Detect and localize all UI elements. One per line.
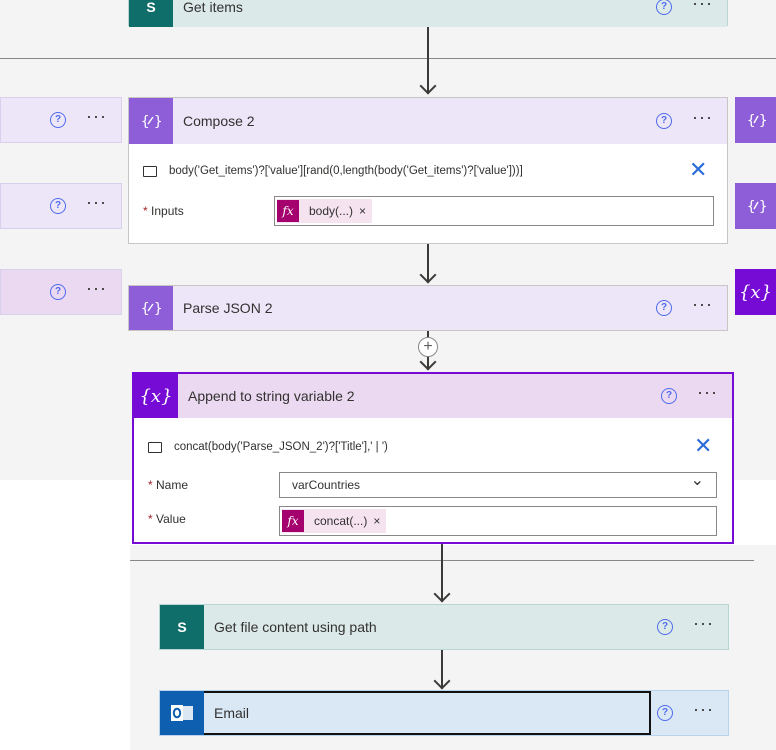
help-icon[interactable]: ?: [50, 112, 67, 128]
expression-token[interactable]: fx concat(...) ×: [282, 509, 387, 533]
comment-icon: [148, 437, 162, 453]
parse-json-2-card[interactable]: {} Parse JSON 2 ? ···: [128, 285, 728, 331]
token-label: body(...): [309, 204, 354, 218]
close-icon[interactable]: ✕: [694, 433, 713, 458]
more-options-icon[interactable]: ···: [697, 382, 718, 402]
close-icon[interactable]: ✕: [689, 157, 708, 182]
append-variable-2-header[interactable]: {x} Append to string variable 2 ? ···: [134, 374, 732, 418]
fx-icon: fx: [277, 200, 299, 222]
required-mark: *: [143, 204, 148, 218]
required-mark: *: [148, 478, 153, 492]
svg-text:}: }: [154, 301, 162, 317]
variable-icon[interactable]: {x}: [735, 269, 776, 315]
email-title: Email: [204, 691, 652, 735]
connector-line: [441, 650, 443, 687]
more-options-icon[interactable]: ···: [86, 106, 107, 126]
get-file-content-title: Get file content using path: [214, 619, 377, 635]
more-options-icon[interactable]: ···: [692, 294, 713, 314]
help-icon[interactable]: ?: [656, 0, 673, 15]
help-icon[interactable]: ?: [656, 113, 673, 129]
expression-token[interactable]: fx body(...) ×: [277, 199, 373, 223]
append-variable-2-title: Append to string variable 2: [188, 388, 355, 404]
branch-divider-top: [0, 58, 776, 59]
inputs-label-text: Inputs: [151, 204, 184, 218]
more-options-icon[interactable]: ···: [692, 0, 713, 13]
compose-2-header[interactable]: {} Compose 2 ? ···: [129, 98, 727, 144]
more-options-icon[interactable]: ···: [693, 613, 714, 633]
more-options-icon[interactable]: ···: [693, 699, 714, 719]
help-icon[interactable]: ?: [661, 388, 678, 404]
inputs-label: * Inputs: [143, 204, 184, 218]
svg-text:{: {: [747, 113, 755, 129]
parse-json-2-header[interactable]: {} Parse JSON 2 ? ···: [129, 286, 727, 330]
get-file-content-card[interactable]: S Get file content using path ? ···: [159, 604, 729, 650]
value-label: * Value: [148, 512, 186, 526]
variable-icon: {x}: [134, 374, 178, 418]
svg-text:}: }: [759, 199, 766, 215]
append-variable-2-card[interactable]: {x} Append to string variable 2 ? ··· co…: [132, 372, 734, 544]
required-mark: *: [148, 512, 153, 526]
svg-text:}: }: [154, 114, 162, 130]
compose-expression: body('Get_items')?['value'][rand(0,lengt…: [169, 165, 523, 177]
parse-json-icon: {}: [129, 286, 173, 330]
flow-canvas-gap: [0, 480, 130, 490]
more-options-icon[interactable]: ···: [692, 107, 713, 127]
fx-icon: fx: [282, 510, 304, 532]
outlook-icon: [160, 691, 204, 735]
compose-2-card[interactable]: {} Compose 2 ? ··· body('Get_items')?['v…: [128, 97, 728, 244]
name-dropdown[interactable]: varCountries ⌄: [279, 472, 717, 498]
value-label-text: Value: [156, 512, 186, 526]
sharepoint-icon: S: [129, 0, 173, 27]
compose-2-title: Compose 2: [183, 113, 255, 129]
email-header[interactable]: Email ? ···: [160, 691, 728, 735]
parallel-branch-card-3[interactable]: ? ···: [0, 269, 122, 315]
get-items-title: Get items: [183, 0, 243, 15]
email-card[interactable]: Email ? ···: [159, 690, 729, 736]
svg-text:{: {: [141, 114, 149, 130]
more-options-icon[interactable]: ···: [86, 192, 107, 212]
get-file-content-header[interactable]: S Get file content using path ? ···: [160, 605, 728, 649]
connector-line: [427, 244, 429, 281]
get-items-card[interactable]: S Get items ? ···: [128, 0, 728, 27]
compose-icon[interactable]: {}: [735, 97, 776, 143]
insert-step-button[interactable]: +: [418, 337, 438, 357]
remove-token-icon[interactable]: ×: [373, 514, 381, 528]
help-icon[interactable]: ?: [50, 198, 67, 214]
token-label: concat(...): [314, 514, 368, 528]
comment-icon: [143, 161, 157, 177]
chevron-down-icon[interactable]: ⌄: [690, 472, 704, 489]
append-expression: concat(body('Parse_JSON_2')?['Title'],' …: [174, 441, 388, 453]
remove-token-icon[interactable]: ×: [359, 204, 367, 218]
help-icon[interactable]: ?: [656, 300, 673, 316]
name-label-text: Name: [156, 478, 189, 492]
get-items-header[interactable]: S Get items ? ···: [129, 0, 727, 27]
name-label: * Name: [148, 478, 188, 492]
help-icon[interactable]: ?: [657, 705, 674, 721]
sharepoint-icon: S: [160, 605, 204, 649]
name-value: varCountries: [292, 478, 361, 492]
svg-text:{: {: [141, 301, 149, 317]
connector-line: [441, 544, 443, 601]
svg-text:}: }: [759, 113, 766, 129]
parse-json-2-title: Parse JSON 2: [183, 300, 273, 316]
value-field[interactable]: fx concat(...) ×: [279, 506, 717, 536]
svg-text:{: {: [747, 199, 755, 215]
compose-icon: {}: [129, 98, 173, 144]
parallel-branch-card-2[interactable]: ? ···: [0, 183, 122, 229]
parallel-branch-card-1[interactable]: ? ···: [0, 97, 122, 143]
inputs-field[interactable]: fx body(...) ×: [274, 196, 714, 226]
connector-line: [427, 27, 429, 93]
help-icon[interactable]: ?: [657, 619, 674, 635]
help-icon[interactable]: ?: [50, 284, 67, 300]
compose-icon[interactable]: {}: [735, 183, 776, 229]
more-options-icon[interactable]: ···: [86, 278, 107, 298]
